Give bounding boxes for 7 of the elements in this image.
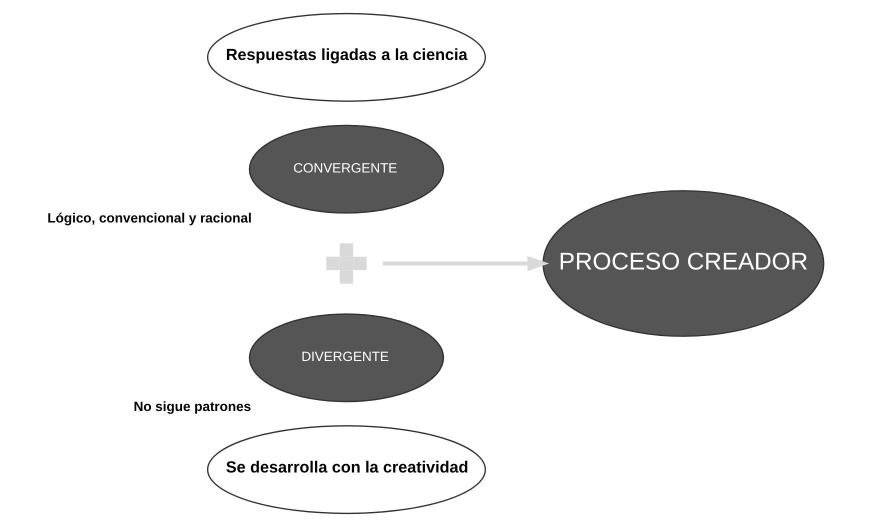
node-ellipse: Respuestas ligadas a la ciencia <box>206 12 486 102</box>
arrow <box>382 256 549 272</box>
node-label: No sigue patrones <box>133 399 251 414</box>
node-ellipse: CONVERGENTE <box>248 124 444 214</box>
node-ellipse: DIVERGENTE <box>248 313 444 402</box>
node-ellipse: Se desarrolla con la creatividad <box>206 425 486 514</box>
node-ellipse: PROCESO CREADOR <box>542 190 824 337</box>
